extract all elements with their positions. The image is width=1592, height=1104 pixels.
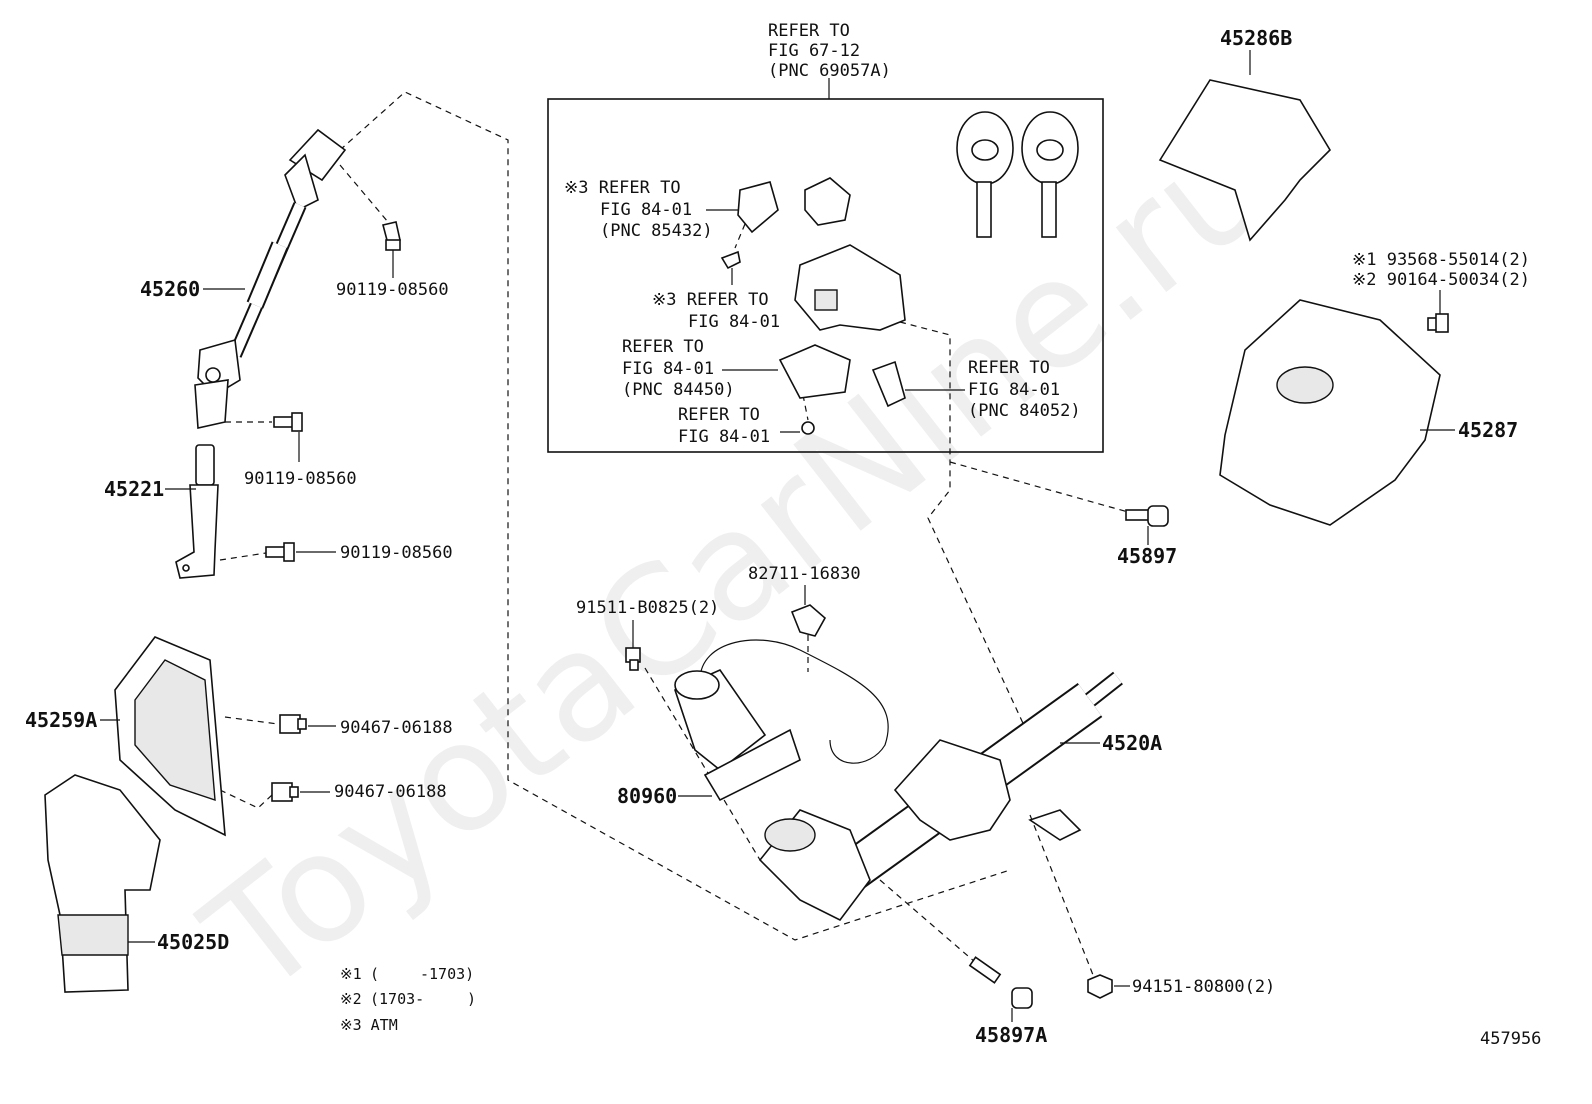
label-45221: 45221: [104, 477, 164, 501]
box-label-line1: REFER TO: [768, 21, 850, 41]
label-clamp: 82711-16830: [748, 564, 861, 584]
refer-84052-l1: REFER TO: [968, 358, 1050, 378]
cover-45287: 45287: [1219, 299, 1518, 526]
cover-45259A: 45259A: [25, 636, 226, 837]
label-clip-upper: 90467-06188: [340, 718, 453, 738]
box-label-line3: (PNC 69057A): [768, 61, 891, 81]
refer-a-l1: ※3 REFER TO: [652, 290, 769, 310]
intermediate-shaft-45260: 45260: [140, 128, 347, 429]
label-cover-screw-1: ※1 93568-55014(2): [1352, 250, 1530, 270]
note-1-range: -1703): [420, 965, 474, 983]
cover-screw: ※1 93568-55014(2) ※2 90164-50034(2): [1352, 250, 1530, 333]
refer-84450-l2: FIG 84-01: [622, 359, 714, 379]
note-2-close: ): [467, 990, 476, 1008]
clamp-82711: 82711-16830: [748, 564, 861, 637]
label-nut: 94151-80800(2): [1132, 977, 1275, 997]
boot-45025D: 45025D: [44, 774, 229, 993]
figure-number: 457956: [1480, 1029, 1541, 1049]
bolt-45897: 45897: [1117, 505, 1177, 568]
cover-45286B: 45286B: [1158, 26, 1332, 242]
refer-84052-l3: (PNC 84052): [968, 401, 1081, 421]
ignition-housing: [794, 244, 906, 331]
bolt-45897A: 45897A: [968, 956, 1047, 1047]
refer-85432-l3: (PNC 85432): [600, 221, 713, 241]
label-45897A: 45897A: [975, 1023, 1047, 1047]
refer-84450: REFER TO FIG 84-01 (PNC 84450): [622, 337, 851, 400]
label-4520A: 4520A: [1102, 731, 1162, 755]
clip-lower: 90467-06188: [271, 782, 447, 802]
refer-84450-l3: (PNC 84450): [622, 380, 735, 400]
refer-85432-l1: ※3 REFER TO: [564, 178, 681, 198]
bolt-low: 90119-08560: [265, 542, 453, 563]
note-2-range: (1703-: [370, 990, 424, 1008]
refer-85432: ※3 REFER TO FIG 84-01 (PNC 85432): [564, 178, 779, 241]
assembly-dashed-lines: [219, 91, 1129, 981]
note-2-mark: ※2: [340, 990, 362, 1008]
refer-fig-84-01-a: ※3 REFER TO FIG 84-01: [652, 250, 780, 332]
notes: ※1 ( -1703) ※2 (1703- ) ※3 ATM: [340, 965, 476, 1034]
clip-upper: 90467-06188: [279, 714, 453, 738]
box-label-line2: FIG 67-12: [768, 41, 860, 61]
note-1-mark: ※1: [340, 965, 362, 983]
keys: [956, 111, 1079, 238]
label-cover-screw-2: ※2 90164-50034(2): [1352, 270, 1530, 290]
label-bolt-mid: 90119-08560: [244, 469, 357, 489]
label-80960: 80960: [617, 784, 677, 808]
label-clip-lower: 90467-06188: [334, 782, 447, 802]
label-bolt-low: 90119-08560: [340, 543, 453, 563]
nut-94151: 94151-80800(2): [1087, 974, 1275, 999]
refer-84450-l1: REFER TO: [622, 337, 704, 357]
lock-cylinder: [804, 177, 851, 226]
refer-box: REFER TO FIG 67-12 (PNC 69057A): [547, 21, 1104, 453]
refer-84052: REFER TO FIG 84-01 (PNC 84052): [871, 358, 1081, 421]
label-bolt-top: 90119-08560: [336, 280, 449, 300]
screw-91511: 91511-B0825(2): [576, 598, 719, 671]
column-4520A: 4520A: [758, 671, 1162, 922]
motor-80960: 80960: [617, 639, 889, 808]
bolt-top: 90119-08560: [336, 221, 449, 300]
label-screw: 91511-B0825(2): [576, 598, 719, 618]
label-45259A: 45259A: [25, 708, 97, 732]
label-45287: 45287: [1458, 418, 1518, 442]
shaft-45221: 45221: [104, 444, 219, 579]
refer-b-l2: FIG 84-01: [678, 427, 770, 447]
refer-a-l2: FIG 84-01: [688, 312, 780, 332]
note-3: ※3 ATM: [340, 1016, 398, 1034]
refer-b-l1: REFER TO: [678, 405, 760, 425]
label-45025D: 45025D: [157, 930, 229, 954]
refer-84052-l2: FIG 84-01: [968, 380, 1060, 400]
note-1-open: (: [370, 965, 379, 983]
label-45286B: 45286B: [1220, 26, 1292, 50]
label-45897: 45897: [1117, 544, 1177, 568]
refer-85432-l2: FIG 84-01: [600, 200, 692, 220]
refer-fig-84-01-b: REFER TO FIG 84-01: [678, 405, 815, 447]
label-45260: 45260: [140, 277, 200, 301]
bolt-mid: 90119-08560: [244, 412, 357, 489]
